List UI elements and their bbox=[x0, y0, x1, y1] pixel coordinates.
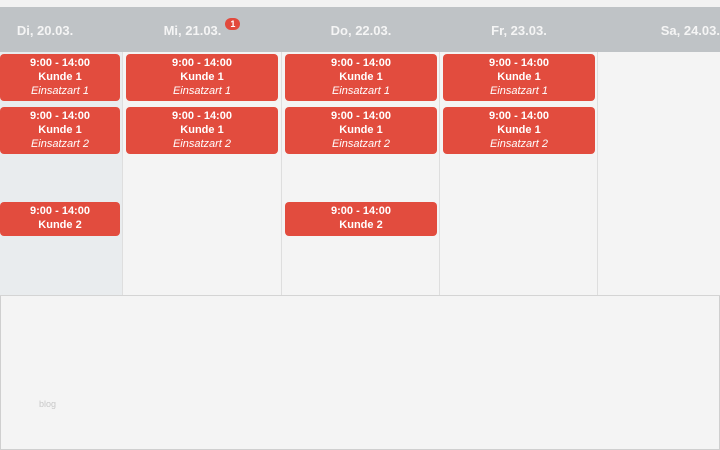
event-card[interactable]: 9:00 - 14:00 Kunde 2 bbox=[0, 202, 120, 236]
event-type: Einsatzart 2 bbox=[172, 138, 232, 150]
event-type: Einsatzart 2 bbox=[30, 138, 90, 150]
event-customer: Kunde 1 bbox=[497, 71, 541, 83]
event-time: 9:00 - 14:00 bbox=[331, 110, 391, 122]
event-card[interactable]: 9:00 - 14:00 Kunde 1 Einsatzart 1 bbox=[0, 54, 120, 101]
day-header-tue[interactable]: Di, 20.03. bbox=[16, 23, 74, 38]
event-card[interactable]: 9:00 - 14:00 Kunde 1 Einsatzart 2 bbox=[126, 107, 278, 154]
event-card[interactable]: 9:00 - 14:00 Kunde 1 Einsatzart 1 bbox=[285, 54, 437, 101]
day-header-wed-wrap: Mi, 21.03. 1 bbox=[122, 7, 282, 52]
event-time: 9:00 - 14:00 bbox=[30, 110, 90, 122]
event-type: Einsatzart 1 bbox=[331, 85, 391, 97]
event-customer: Kunde 1 bbox=[339, 124, 383, 136]
week-header: Di, 20.03. Mi, 21.03. 1 Do, 22.03. Fr, 2… bbox=[0, 7, 720, 52]
event-time: 9:00 - 14:00 bbox=[331, 57, 391, 69]
event-type: Einsatzart 1 bbox=[172, 85, 232, 97]
day-header-sat[interactable]: Sa, 24.03. bbox=[660, 23, 720, 38]
day-header-thu[interactable]: Do, 22.03. bbox=[330, 23, 392, 38]
event-time: 9:00 - 14:00 bbox=[489, 57, 549, 69]
event-card[interactable]: 9:00 - 14:00 Kunde 1 Einsatzart 1 bbox=[126, 54, 278, 101]
notification-badge: 1 bbox=[225, 18, 241, 30]
grid-divider bbox=[0, 295, 720, 296]
day-header-wed[interactable]: Mi, 21.03. bbox=[163, 23, 222, 38]
event-type: Einsatzart 2 bbox=[489, 138, 549, 150]
event-customer: Kunde 1 bbox=[339, 71, 383, 83]
event-type: Einsatzart 2 bbox=[331, 138, 391, 150]
event-customer: Kunde 1 bbox=[180, 71, 224, 83]
event-type: Einsatzart 1 bbox=[30, 85, 90, 97]
event-customer: Kunde 1 bbox=[38, 71, 82, 83]
event-customer: Kunde 1 bbox=[497, 124, 541, 136]
event-card[interactable]: 9:00 - 14:00 Kunde 2 bbox=[285, 202, 437, 236]
event-card[interactable]: 9:00 - 14:00 Kunde 1 Einsatzart 1 bbox=[443, 54, 595, 101]
event-customer: Kunde 1 bbox=[180, 124, 224, 136]
event-card[interactable]: 9:00 - 14:00 Kunde 1 Einsatzart 2 bbox=[443, 107, 595, 154]
event-time: 9:00 - 14:00 bbox=[172, 57, 232, 69]
event-customer: Kunde 2 bbox=[339, 219, 383, 231]
event-customer: Kunde 2 bbox=[38, 219, 82, 231]
event-time: 9:00 - 14:00 bbox=[331, 205, 391, 217]
event-card[interactable]: 9:00 - 14:00 Kunde 1 Einsatzart 2 bbox=[285, 107, 437, 154]
event-type: Einsatzart 1 bbox=[489, 85, 549, 97]
event-card[interactable]: 9:00 - 14:00 Kunde 1 Einsatzart 2 bbox=[0, 107, 120, 154]
event-time: 9:00 - 14:00 bbox=[30, 205, 90, 217]
watermark-text: blog bbox=[39, 399, 57, 409]
event-time: 9:00 - 14:00 bbox=[30, 57, 90, 69]
day-column-sat[interactable] bbox=[598, 52, 720, 295]
event-time: 9:00 - 14:00 bbox=[172, 110, 232, 122]
day-header-fri[interactable]: Fr, 23.03. bbox=[491, 23, 547, 38]
event-customer: Kunde 1 bbox=[38, 124, 82, 136]
event-time: 9:00 - 14:00 bbox=[489, 110, 549, 122]
